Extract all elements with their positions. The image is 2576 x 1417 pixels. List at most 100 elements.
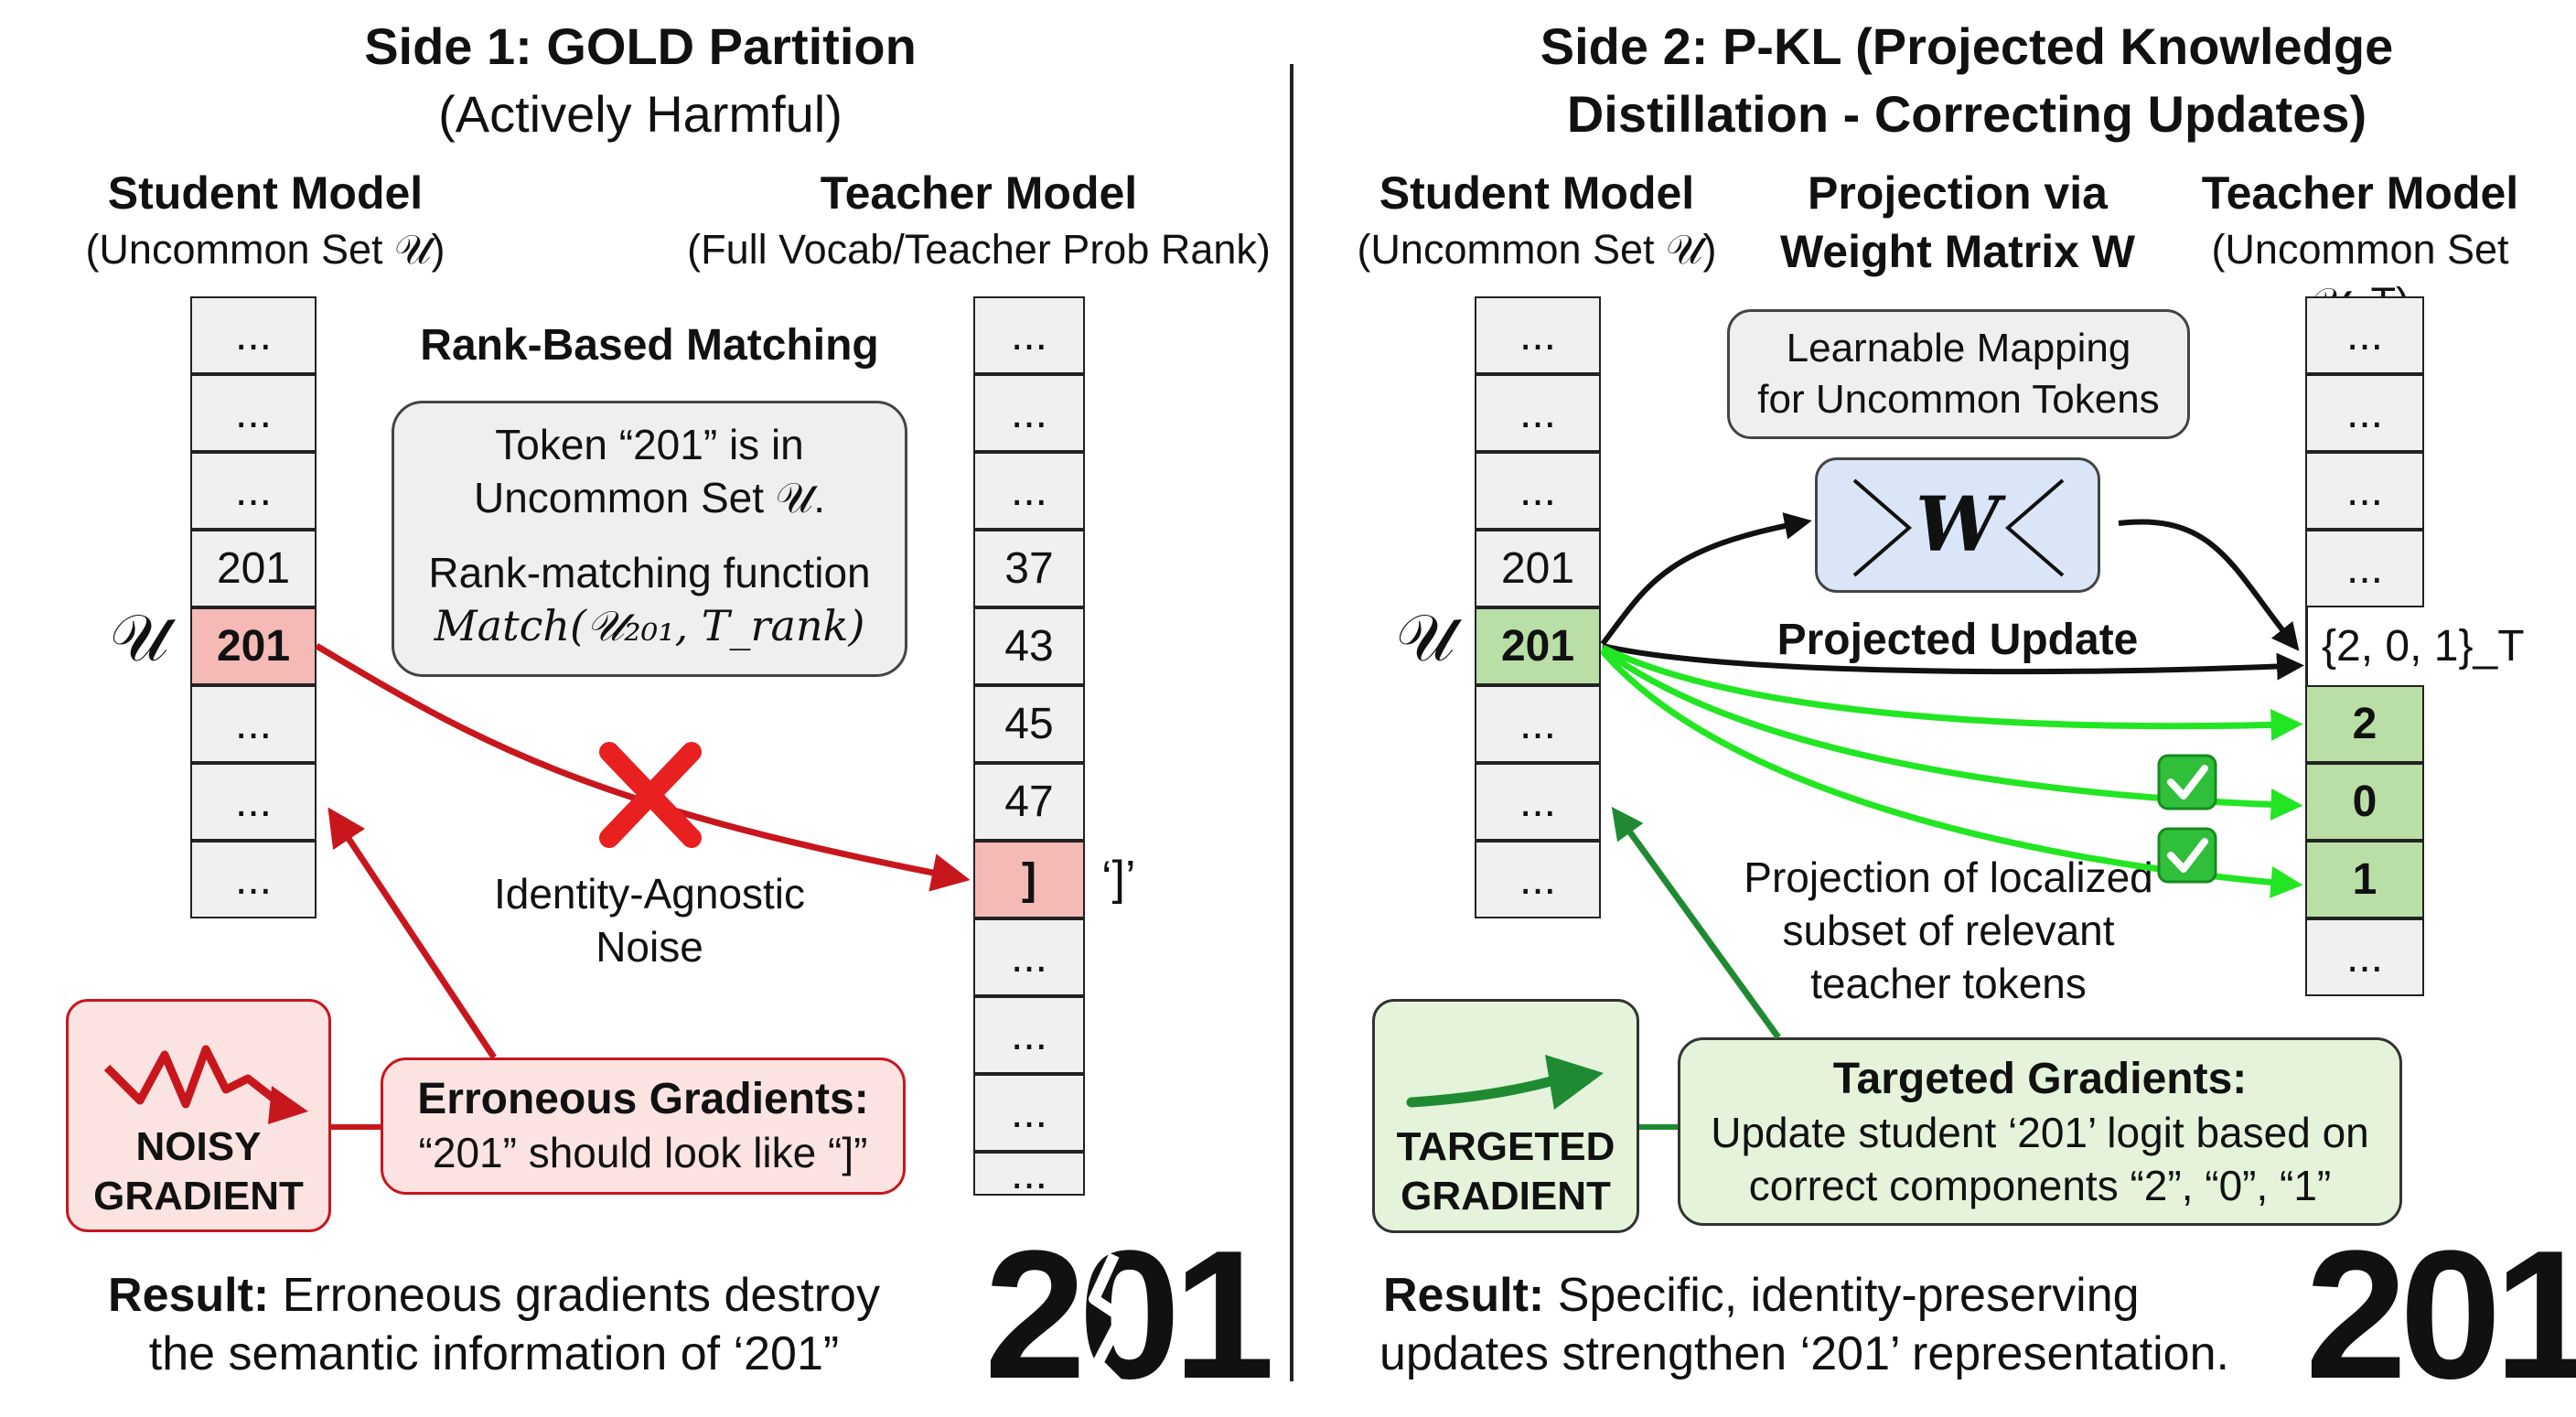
left-student-cell: ... bbox=[190, 296, 317, 374]
right-teacher-cell-highlighted: 0 bbox=[2305, 763, 2424, 841]
proj-line: Projection of localized bbox=[1744, 853, 2153, 901]
right-title-line1: Side 2: P-KL (Projected Knowledge bbox=[1540, 17, 2394, 75]
tg-text: Update student ‘201’ logit based on bbox=[1711, 1109, 2369, 1156]
result-text: Erroneous gradients destroy bbox=[269, 1269, 880, 1322]
left-title: Side 1: GOLD Partition bbox=[364, 17, 917, 75]
left-result-line1: Result: Erroneous gradients destroy bbox=[55, 1266, 933, 1325]
left-teacher-cell: ... bbox=[973, 1150, 1085, 1198]
right-student-cell: ... bbox=[1475, 763, 1601, 841]
learnable-mapping-box: Learnable Mapping for Uncommon Tokens bbox=[1727, 309, 2190, 439]
left-student-sub: (Uncommon Set 𝒰) bbox=[85, 226, 445, 273]
weight-matrix-chevrons-icon bbox=[1852, 478, 2065, 577]
right-student-cell: ... bbox=[1475, 296, 1601, 374]
left-teacher-cell: 43 bbox=[973, 607, 1085, 685]
noise-line: Identity-Agnostic bbox=[493, 870, 806, 918]
left-teacher-cell: 37 bbox=[973, 530, 1085, 607]
proj-line: subset of relevant bbox=[1782, 907, 2115, 954]
left-subtitle: (Actively Harmful) bbox=[438, 85, 843, 143]
left-teacher-sub: (Full Vocab/Teacher Prob Rank) bbox=[687, 226, 1271, 273]
right-title-line2: Distillation - Correcting Updates) bbox=[1566, 85, 2367, 143]
noisy-gradient-icon bbox=[103, 1045, 308, 1124]
targeted-label-line: TARGETED bbox=[1396, 1124, 1615, 1169]
right-student-cell: 201 bbox=[1475, 530, 1601, 607]
rank-math: Match(𝒰₂₀₁, T_rank) bbox=[434, 601, 865, 650]
targeted-label-line: GRADIENT bbox=[1401, 1174, 1611, 1218]
left-teacher-head: Teacher Model bbox=[820, 167, 1138, 219]
left-teacher-cell: 45 bbox=[973, 685, 1085, 763]
right-teacher-set-label: {2, 0, 1}_T bbox=[2305, 607, 2525, 685]
right-teacher-cell-highlighted: 1 bbox=[2305, 841, 2424, 918]
mismatch-arrow bbox=[315, 642, 971, 892]
left-set-symbol: 𝒰 bbox=[110, 599, 169, 676]
left-teacher-cell-highlighted: ] bbox=[973, 841, 1085, 918]
right-result-line2: updates strengthen ‘201’ representation. bbox=[1379, 1327, 2229, 1380]
right-student-cell: ... bbox=[1475, 841, 1601, 918]
mapping-line: for Uncommon Tokens bbox=[1757, 377, 2160, 422]
right-student-sub: (Uncommon Set 𝒰) bbox=[1357, 226, 1717, 273]
left-teacher-cell: ... bbox=[973, 918, 1085, 996]
noisy-label-line: NOISY bbox=[135, 1124, 262, 1169]
left-result: Result: Erroneous gradients destroy the … bbox=[55, 1266, 933, 1383]
weight-matrix-box: W bbox=[1815, 457, 2100, 593]
left-result-line2: the semantic information of ‘201” bbox=[148, 1327, 840, 1380]
result-label: Result: bbox=[1383, 1269, 1545, 1322]
tg-title: Targeted Gradients: bbox=[1832, 1055, 2248, 1103]
proj-line: teacher tokens bbox=[1810, 960, 2087, 1007]
left-student-cell: ... bbox=[190, 452, 317, 530]
left-student-cell: ... bbox=[190, 763, 317, 841]
rank-title: Rank-Based Matching bbox=[420, 321, 879, 370]
rank-matching-box: Token “201” is in Uncommon Set 𝒰. Rank-m… bbox=[392, 401, 907, 677]
mapping-line: Learnable Mapping bbox=[1786, 326, 2131, 370]
noisy-gradient-box: NOISY GRADIENT bbox=[66, 999, 331, 1232]
rank-line: Uncommon Set 𝒰. bbox=[474, 474, 825, 521]
right-student-cell-highlighted: 201 bbox=[1475, 607, 1601, 685]
green-arrow-to-0 bbox=[1600, 647, 2303, 821]
right-proj-head2: Weight Matrix W bbox=[1780, 226, 2135, 277]
right-big-number: 201 bbox=[2305, 1213, 2576, 1417]
noise-label: Identity-Agnostic Noise bbox=[439, 867, 860, 973]
right-teacher-head: Teacher Model bbox=[2201, 167, 2519, 219]
right-teacher-cell: ... bbox=[2305, 296, 2424, 374]
err-title: Erroneous Gradients: bbox=[417, 1075, 869, 1123]
right-teacher-column-edge bbox=[2305, 607, 2308, 685]
noise-line: Noise bbox=[596, 923, 703, 971]
left-student-cell: ... bbox=[190, 374, 317, 452]
left-teacher-cell: ... bbox=[973, 1074, 1085, 1152]
erroneous-gradients-box: Erroneous Gradients: “201” should look l… bbox=[381, 1057, 906, 1195]
targeted-label: TARGETED GRADIENT bbox=[1375, 1122, 1637, 1221]
noisy-label: NOISY GRADIENT bbox=[69, 1122, 328, 1221]
targeted-gradients-box: Targeted Gradients: Update student ‘201’… bbox=[1678, 1037, 2402, 1226]
checkmark-icon bbox=[2157, 754, 2217, 810]
left-teacher-cell: ... bbox=[973, 374, 1085, 452]
left-token-quote: ‘]’ bbox=[1101, 852, 1136, 905]
right-teacher-cell: ... bbox=[2305, 452, 2424, 530]
targeted-gradient-icon bbox=[1406, 1055, 1604, 1110]
noisy-label-line: GRADIENT bbox=[93, 1174, 304, 1218]
left-student-cell: ... bbox=[190, 685, 317, 763]
right-student-cell: ... bbox=[1475, 452, 1601, 530]
green-arrow-to-1 bbox=[1600, 649, 2303, 898]
right-set-symbol: 𝒰 bbox=[1396, 599, 1455, 676]
center-divider bbox=[1290, 64, 1293, 1381]
right-student-cell: ... bbox=[1475, 374, 1601, 452]
weight-matrix-label: W bbox=[1915, 481, 2001, 569]
right-teacher-cell: ... bbox=[2305, 918, 2424, 996]
result-label: Result: bbox=[108, 1269, 270, 1322]
left-student-cell: ... bbox=[190, 841, 317, 918]
cross-icon bbox=[599, 742, 702, 848]
right-student-cell: ... bbox=[1475, 685, 1601, 763]
rank-line: Rank-matching function bbox=[428, 549, 871, 596]
targeted-gradient-box: TARGETED GRADIENT bbox=[1372, 999, 1639, 1233]
right-result: Result: Specific, identity-preserving up… bbox=[1372, 1266, 2324, 1383]
right-proj-head: Projection via bbox=[1808, 167, 2108, 219]
left-student-cell-highlighted: 201 bbox=[190, 607, 317, 685]
right-teacher-cell: ... bbox=[2305, 374, 2424, 452]
left-student-cell: 201 bbox=[190, 530, 317, 607]
err-text: “201” should look like “]” bbox=[418, 1129, 868, 1176]
tg-text: correct components “2”, “0”, “1” bbox=[1748, 1162, 2332, 1209]
right-teacher-cell: ... bbox=[2305, 530, 2424, 607]
right-teacher-cell-highlighted: 2 bbox=[2305, 685, 2424, 763]
right-result-line1: Result: Specific, identity-preserving bbox=[1372, 1266, 2324, 1325]
left-big-number: 201 bbox=[984, 1213, 1275, 1417]
right-student-head: Student Model bbox=[1379, 167, 1695, 219]
